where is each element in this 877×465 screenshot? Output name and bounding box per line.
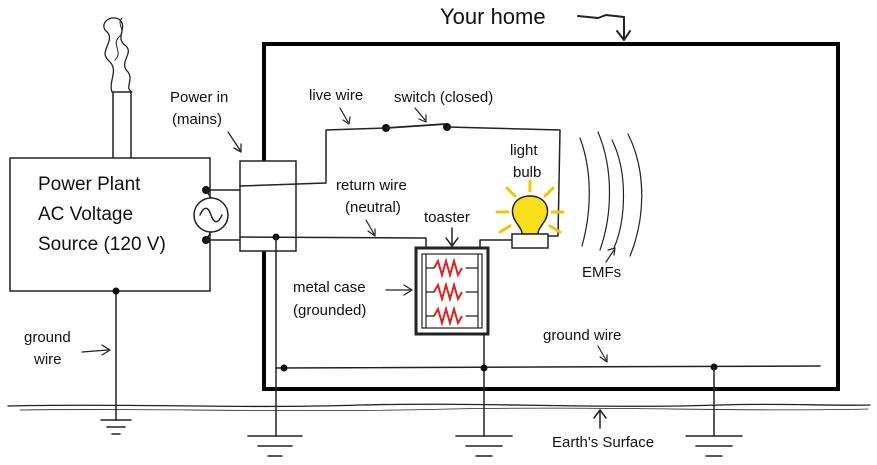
power-plant-label-2: AC Voltage [38, 204, 133, 225]
power-in-label-2: (mains) [172, 111, 222, 128]
home-ground-wire [275, 365, 821, 369]
smoke-swirl [114, 17, 123, 61]
earth-surface-label: Earth's Surface [552, 434, 654, 451]
ground-symbol-icon [685, 419, 743, 457]
smoke [103, 17, 133, 93]
power-plant-label-1: Power Plant [38, 174, 141, 195]
title-arrow-head [616, 30, 631, 41]
smokestack [112, 91, 132, 159]
metal-case-label-2: (grounded) [293, 302, 366, 319]
toaster-inner [421, 253, 483, 329]
home-ground-wire-label: ground wire [543, 327, 621, 344]
mains-box [239, 160, 297, 252]
power-plant-box [9, 157, 211, 292]
title-arrow [577, 14, 625, 39]
return-wire-label-2: (neutral) [345, 199, 401, 216]
title: Your home [440, 4, 546, 29]
live-wire-label: live wire [309, 87, 363, 104]
light-bulb-icon [495, 179, 565, 249]
ground-wire-label-2: wire [33, 351, 62, 368]
switch-label: switch (closed) [394, 89, 493, 106]
earth-surface-line [7, 403, 871, 408]
live-wire-to-bulb [446, 126, 561, 237]
heating-element [433, 257, 463, 327]
junction-dot [280, 364, 288, 372]
ground-symbol-icon [455, 419, 513, 457]
ground-symbol-icon [247, 419, 303, 457]
emfs-label: EMFs [582, 264, 621, 281]
ground-symbol-icon [100, 419, 132, 435]
return-wire [205, 236, 513, 249]
return-wire-label-1: return wire [336, 177, 407, 194]
emf-waves [579, 131, 643, 257]
light-bulb-label-2: bulb [513, 164, 541, 181]
ground-wire-label-1: ground [24, 329, 71, 346]
junction-dot [480, 364, 488, 372]
switch-blade [385, 123, 447, 129]
power-plant-label-3: Source (120 V) [38, 234, 166, 255]
toaster-label: toaster [424, 209, 470, 226]
power-in-arrow [227, 131, 241, 151]
power-in-label-1: Power in [170, 89, 228, 106]
live-wire [205, 127, 386, 191]
light-bulb-label-1: light [510, 142, 538, 159]
metal-case-label-1: metal case [293, 279, 366, 296]
sine-wave-icon [199, 207, 223, 223]
